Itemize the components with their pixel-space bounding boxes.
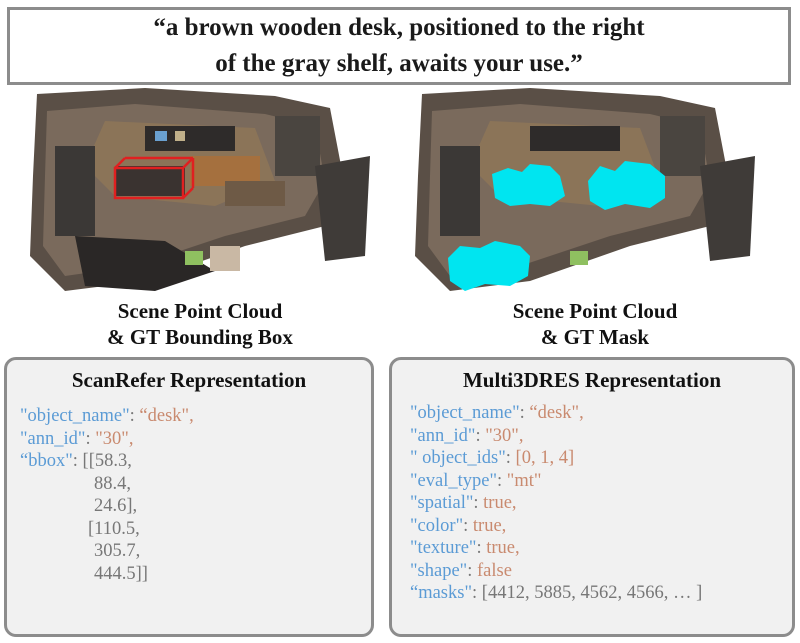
key-masks: “masks" xyxy=(410,583,473,603)
key-object-ids: " object_ids" xyxy=(410,448,506,468)
value-ann-id: "30", xyxy=(485,425,524,446)
scanrefer-title: ScanRefer Representation xyxy=(71,368,307,392)
point-cloud-render-right xyxy=(415,88,755,291)
key-bbox: “bbox" xyxy=(20,451,73,471)
value-bbox-4: [110.5, xyxy=(88,518,140,539)
key-ann-id: "ann_id" xyxy=(20,428,86,449)
code-row-object-name: "object_name": “desk", xyxy=(20,406,194,426)
code-row-texture: "texture": true, xyxy=(410,538,520,558)
caption-right-line-1: Scene Point Cloud xyxy=(512,299,678,323)
query-quote-box: “a brown wooden desk, positioned to the … xyxy=(7,7,791,85)
caption-left-line-2: & GT Bounding Box xyxy=(107,325,293,349)
code-row-bbox-3: 24.6], xyxy=(20,495,194,518)
query-text-line-1: “a brown wooden desk, positioned to the … xyxy=(153,14,645,41)
key-spatial: "spatial" xyxy=(410,493,474,513)
scanrefer-code: "object_name": “desk", "ann_id": "30", “… xyxy=(20,405,194,585)
value-object-ids: [0, 1, 4] xyxy=(515,448,575,468)
code-row-eval-type: "eval_type": "mt" xyxy=(410,470,542,491)
value-bbox-1: [[58.3, xyxy=(82,451,132,471)
code-row-shape: "shape": false xyxy=(410,560,512,581)
multi3dres-title: Multi3DRES Representation xyxy=(462,368,722,392)
multi3dres-representation-panel: Multi3DRES Representation "object_name":… xyxy=(389,357,795,637)
gt-mask-regions xyxy=(448,161,665,291)
query-text-line-2: of the gray shelf, awaits your use.” xyxy=(215,50,583,77)
code-row-bbox-5: 305.7, xyxy=(20,540,194,563)
value-object-name: “desk", xyxy=(139,406,194,426)
scene-point-cloud-mask-image xyxy=(410,86,755,298)
key-texture: "texture" xyxy=(410,538,477,558)
code-row-masks: “masks": [4412, 5885, 4562, 4566, … ] xyxy=(410,583,703,603)
code-row-object-name: "object_name": “desk", xyxy=(410,403,584,423)
value-spatial: true, xyxy=(483,493,517,513)
point-cloud-render-left xyxy=(30,88,370,291)
scene-point-cloud-bbox-image xyxy=(25,86,370,298)
key-eval-type: "eval_type" xyxy=(410,470,498,491)
code-row-spatial: "spatial": true, xyxy=(410,493,517,513)
value-bbox-5: 305.7, xyxy=(94,541,141,561)
code-row-ann-id: "ann_id": "30", xyxy=(20,428,134,449)
caption-left-line-1: Scene Point Cloud xyxy=(117,299,283,323)
key-shape: "shape" xyxy=(410,560,468,581)
value-shape: false xyxy=(477,560,512,581)
value-object-name: “desk", xyxy=(529,403,584,423)
key-object-name: "object_name" xyxy=(410,403,520,423)
value-bbox-6: 444.5]] xyxy=(94,563,148,584)
gt-bounding-box xyxy=(113,156,195,200)
caption-left: Scene Point Cloud & GT Bounding Box xyxy=(20,298,380,350)
code-row-bbox-4: [110.5, xyxy=(20,518,194,541)
value-ann-id: "30", xyxy=(95,428,134,449)
caption-right-line-2: & GT Mask xyxy=(540,325,650,349)
scanrefer-representation-panel: ScanRefer Representation "object_name": … xyxy=(4,357,374,637)
code-row-color: "color": true, xyxy=(410,515,507,536)
key-ann-id: "ann_id" xyxy=(410,425,476,446)
value-color: true, xyxy=(472,515,507,536)
code-row-bbox-6: 444.5]] xyxy=(20,563,194,586)
caption-right: Scene Point Cloud & GT Mask xyxy=(415,298,775,350)
multi3dres-code: "object_name": “desk", "ann_id": "30", "… xyxy=(410,402,702,605)
code-row-object-ids: " object_ids": [0, 1, 4] xyxy=(410,448,575,468)
value-masks: [4412, 5885, 4562, 4566, … ] xyxy=(481,583,703,603)
value-bbox-2: 88.4, xyxy=(94,473,131,494)
key-object-name: "object_name" xyxy=(20,406,130,426)
value-bbox-3: 24.6], xyxy=(94,496,138,516)
code-row-bbox: “bbox": [[58.3, xyxy=(20,451,132,471)
code-row-bbox-2: 88.4, xyxy=(20,473,194,496)
key-color: "color" xyxy=(410,515,464,536)
value-eval-type: "mt" xyxy=(506,470,542,491)
code-row-ann-id: "ann_id": "30", xyxy=(410,425,524,446)
value-texture: true, xyxy=(486,538,520,558)
